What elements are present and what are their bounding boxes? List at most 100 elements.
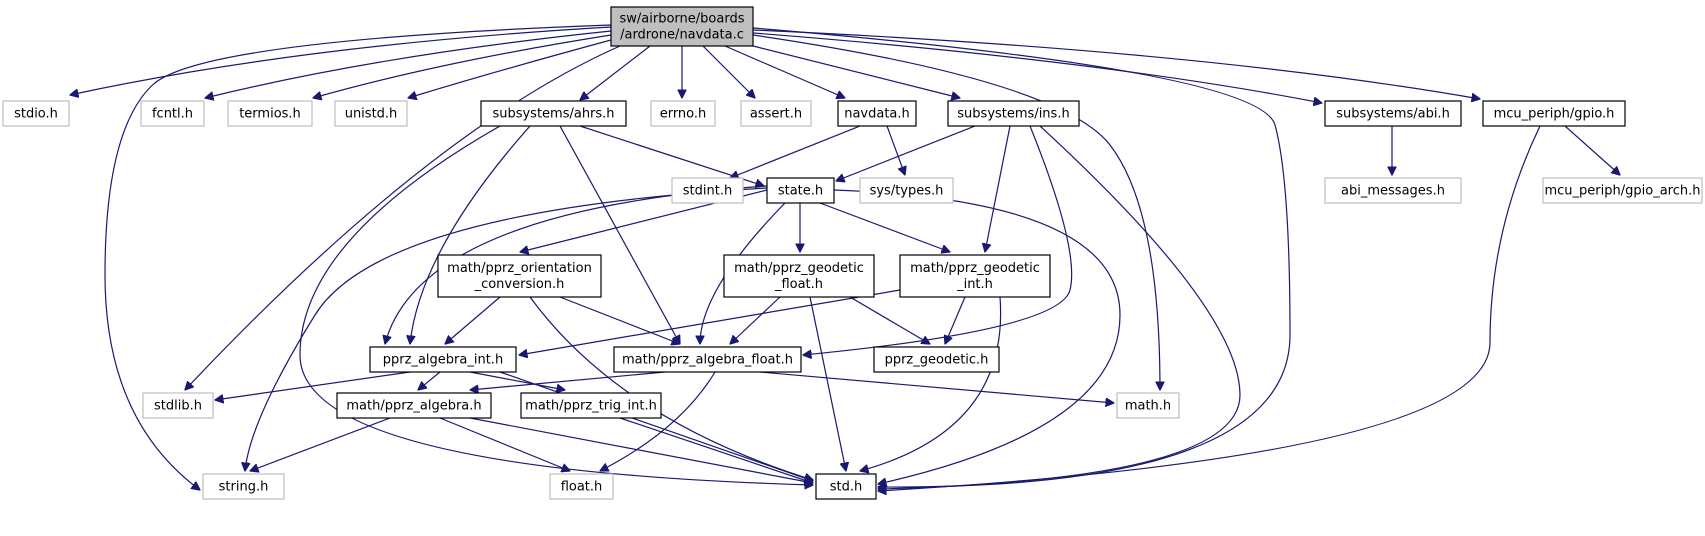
node-orient-h[interactable]: math/pprz_orientation_conversion.h bbox=[437, 254, 602, 298]
node-math-h: math.h bbox=[1116, 392, 1180, 419]
edge-gpio_h-to-gpioarch_h bbox=[1564, 125, 1620, 175]
edge-algebra_h-to-float_h bbox=[439, 417, 570, 471]
node-label: /ardrone/navdata.c bbox=[620, 28, 744, 43]
edge-ahrs_h-to-algint_h bbox=[410, 125, 531, 344]
node-box bbox=[671, 177, 744, 204]
node-label: math/pprz_orientation bbox=[447, 261, 592, 276]
edge-navdata_c-to-std_h bbox=[752, 27, 1291, 487]
node-box bbox=[947, 100, 1080, 127]
node-label: math.h bbox=[1125, 399, 1171, 414]
node-box bbox=[1542, 177, 1703, 204]
node-abimsg-h: abi_messages.h bbox=[1324, 177, 1462, 204]
nodes-layer: sw/airborne/boards/ardrone/navdata.c stdi… bbox=[2, 6, 1703, 500]
node-label: assert.h bbox=[750, 107, 802, 122]
node-label: math/pprz_trig_int.h bbox=[525, 399, 657, 414]
node-box bbox=[142, 392, 214, 419]
node-box bbox=[1482, 100, 1626, 127]
node-label: math/pprz_geodetic bbox=[734, 261, 864, 276]
node-geoint-h[interactable]: math/pprz_geodetic_int.h bbox=[899, 254, 1051, 298]
node-label: sys/types.h bbox=[870, 184, 944, 199]
edge-navdata_h-to-stdint_h bbox=[730, 125, 861, 178]
node-box bbox=[140, 100, 205, 127]
node-trigint-h[interactable]: math/pprz_trig_int.h bbox=[520, 392, 662, 419]
edge-navdata_c-to-math_h bbox=[752, 34, 1160, 390]
node-label: subsystems/abi.h bbox=[1336, 107, 1450, 122]
edge-navdata_c-to-string_h bbox=[104, 24, 612, 490]
node-label: stdlib.h bbox=[154, 399, 202, 414]
node-unistd-h: unistd.h bbox=[334, 100, 408, 127]
node-label: state.h bbox=[778, 184, 823, 199]
node-navdata-h[interactable]: navdata.h bbox=[837, 100, 917, 127]
node-box bbox=[334, 100, 408, 127]
node-box bbox=[480, 100, 627, 127]
node-algebra-h[interactable]: math/pprz_algebra.h bbox=[336, 392, 492, 419]
node-navdata-c[interactable]: sw/airborne/boards/ardrone/navdata.c bbox=[610, 6, 754, 47]
edge-navdata_c-to-unistd_h bbox=[408, 39, 612, 98]
edges-layer bbox=[70, 24, 1620, 491]
edge-ahrs_h-to-state_h bbox=[579, 125, 764, 186]
node-label: mcu_periph/gpio_arch.h bbox=[1545, 184, 1701, 199]
node-std-h[interactable]: std.h bbox=[815, 473, 877, 500]
node-stdio-h: stdio.h bbox=[2, 100, 70, 127]
node-float-h: float.h bbox=[549, 473, 614, 500]
edge-ins_h-to-state_h bbox=[836, 125, 976, 181]
edge-state_h-to-string_h bbox=[245, 187, 768, 471]
node-box bbox=[520, 392, 662, 419]
node-termios-h: termios.h bbox=[227, 100, 313, 127]
node-ins-h[interactable]: subsystems/ins.h bbox=[947, 100, 1080, 127]
node-label: _conversion.h bbox=[474, 277, 565, 292]
node-box bbox=[369, 346, 517, 373]
edge-state_h-to-std_h bbox=[833, 189, 1121, 484]
node-label: sw/airborne/boards bbox=[620, 12, 745, 27]
edge-algint_h-to-trigint_h bbox=[469, 371, 565, 390]
edge-navdata_c-to-stdio_h bbox=[70, 26, 612, 95]
node-label: termios.h bbox=[239, 107, 301, 122]
edge-algint_h-to-algebra_h bbox=[418, 371, 441, 390]
edge-ins_h-to-algfloat_h bbox=[803, 125, 1073, 355]
node-box bbox=[2, 100, 70, 127]
edge-navdata_c-to-ins_h bbox=[744, 43, 960, 98]
node-label: stdint.h bbox=[683, 184, 732, 199]
node-abi-h[interactable]: subsystems/abi.h bbox=[1324, 100, 1462, 127]
edge-orient_h-to-std_h bbox=[529, 296, 813, 480]
node-string-h: string.h bbox=[202, 473, 285, 500]
node-box bbox=[837, 100, 917, 127]
edge-geofloat_h-to-algfloat_h bbox=[730, 296, 781, 344]
edge-algint_h-to-stdlib_h bbox=[215, 371, 411, 400]
edge-geoint_h-to-algint_h bbox=[519, 289, 901, 355]
node-label: subsystems/ins.h bbox=[957, 107, 1069, 122]
node-gpio-h[interactable]: mcu_periph/gpio.h bbox=[1482, 100, 1626, 127]
node-box bbox=[610, 6, 754, 47]
node-systypes-h: sys/types.h bbox=[859, 177, 954, 204]
node-box bbox=[899, 254, 1051, 298]
edge-state_h-to-algfloat_h bbox=[700, 202, 786, 344]
edge-navdata_c-to-gpio_h bbox=[752, 29, 1480, 99]
node-label: unistd.h bbox=[345, 107, 398, 122]
edge-navdata_c-to-navdata_h bbox=[724, 45, 845, 98]
node-box bbox=[723, 254, 875, 298]
node-label: subsystems/ahrs.h bbox=[492, 107, 614, 122]
node-label: math/pprz_algebra.h bbox=[346, 399, 481, 414]
node-algint-h[interactable]: pprz_algebra_int.h bbox=[369, 346, 517, 373]
node-label: _int.h bbox=[956, 277, 993, 292]
edge-geofloat_h-to-std_h bbox=[809, 296, 846, 471]
edge-algfloat_h-to-float_h bbox=[600, 371, 716, 471]
edge-ins_h-to-geoint_h bbox=[985, 125, 1011, 252]
edge-navdata_c-to-fcntl_h bbox=[205, 30, 612, 98]
node-ahrs-h[interactable]: subsystems/ahrs.h bbox=[480, 100, 627, 127]
node-algfloat-h[interactable]: math/pprz_algebra_float.h bbox=[613, 346, 802, 373]
node-label: float.h bbox=[561, 480, 603, 495]
edge-algfloat_h-to-algebra_h bbox=[470, 371, 666, 390]
node-state-h[interactable]: state.h bbox=[766, 177, 835, 204]
edge-orient_h-to-algfloat_h bbox=[559, 296, 680, 344]
node-label: math/pprz_geodetic bbox=[910, 261, 1040, 276]
node-box bbox=[336, 392, 492, 419]
node-geofloat-h[interactable]: math/pprz_geodetic_float.h bbox=[723, 254, 875, 298]
node-geodetic-h[interactable]: pprz_geodetic.h bbox=[873, 346, 1000, 373]
node-label: _float.h bbox=[774, 277, 823, 292]
node-box bbox=[859, 177, 954, 204]
node-box bbox=[549, 473, 614, 500]
node-box bbox=[1116, 392, 1180, 419]
edge-orient_h-to-algint_h bbox=[445, 296, 501, 344]
